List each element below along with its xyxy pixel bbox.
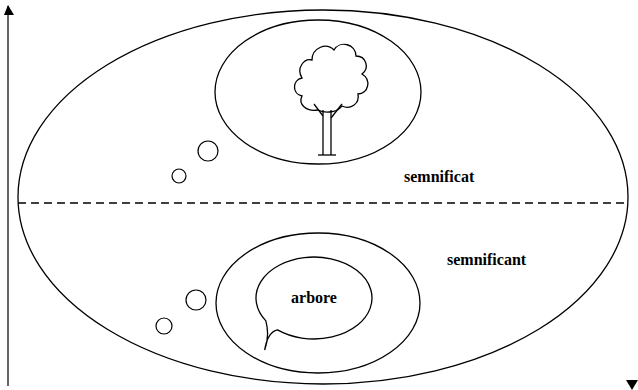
- thought-bubble: [172, 169, 186, 183]
- vertical-arrow: [7, 6, 8, 386]
- sign-part-label: semnificant: [445, 251, 528, 269]
- dashed-divider: [18, 202, 628, 203]
- word-text: arbore: [291, 289, 337, 307]
- tree-drawing: [295, 44, 368, 155]
- thought-bubble: [186, 290, 206, 310]
- arrow-head: [626, 380, 638, 390]
- sign-ellipse: [18, 10, 628, 384]
- thought-bubble: [156, 318, 172, 334]
- concept-ellipse: [215, 20, 421, 164]
- speech-bubble: arbore: [255, 256, 373, 340]
- thought-bubble: [198, 141, 218, 161]
- sign-part-label: semnificat: [402, 168, 476, 186]
- arrow-head: [4, 5, 14, 15]
- sound-image-ellipse: [216, 233, 420, 373]
